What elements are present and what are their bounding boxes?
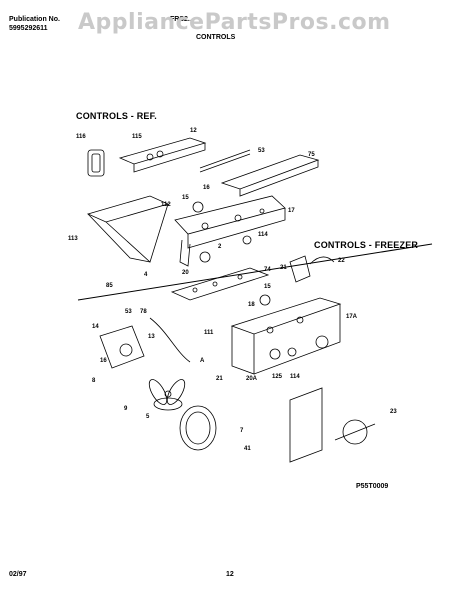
callout: 14 (92, 324, 99, 330)
callout: 78 (140, 309, 147, 315)
part-114-knob (242, 235, 252, 245)
callout: 20 (182, 270, 189, 276)
part-125-knob (269, 348, 281, 360)
callout: 8 (92, 378, 96, 384)
section-divider (77, 243, 433, 301)
callout: A (200, 358, 205, 364)
callout: 53 (258, 148, 265, 154)
callout: 111 (204, 330, 214, 336)
part-18-lamp (259, 294, 271, 306)
part-12-housing (118, 137, 207, 165)
callout: 15 (264, 284, 271, 290)
part-116-bracket (87, 149, 105, 177)
callout: 75 (308, 152, 315, 158)
callout: 2 (218, 244, 222, 250)
callout: 53 (125, 309, 132, 315)
callout: 125 (272, 374, 283, 380)
callout: 23 (390, 409, 397, 415)
part-15-knob (315, 335, 329, 349)
footer-page: 12 (226, 571, 234, 578)
callout: 15 (182, 195, 189, 201)
part-112-channel (86, 195, 170, 223)
callout: 112 (161, 202, 171, 208)
callout: 114 (258, 232, 268, 238)
callout: 115 (132, 134, 142, 140)
callout: 41 (244, 446, 251, 452)
part-13-bracket (99, 325, 145, 369)
callout: 12 (190, 128, 197, 134)
part-74-plate (170, 267, 270, 301)
callout: 21 (216, 376, 223, 382)
part-20-lever (179, 239, 191, 267)
callout: 13 (148, 334, 155, 340)
callout: 16 (203, 185, 210, 191)
section-title: CONTROLS (196, 34, 236, 41)
footer-date: 02/97 (9, 571, 27, 578)
callout: 16 (100, 358, 107, 364)
model-label: FRS2... (170, 16, 194, 23)
callout: 113 (68, 236, 78, 242)
callout: 18 (248, 302, 255, 308)
callout: 74 (264, 267, 271, 273)
part-53-tube (199, 149, 251, 169)
publication-number: 5995292611 (9, 25, 48, 32)
callout: 22 (338, 258, 345, 264)
part-17-panel (174, 195, 286, 235)
callout: 114 (290, 374, 300, 380)
publication-label: Publication No. (9, 16, 60, 23)
callout: 85 (106, 283, 113, 289)
part-2-knob (199, 251, 211, 263)
part-111-wire (149, 317, 191, 363)
callout: 4 (144, 272, 148, 278)
callout: 9 (124, 406, 128, 412)
part-5-fan-blade (148, 379, 186, 411)
callout: 17A (346, 314, 358, 320)
part-22-bracket (289, 255, 311, 283)
part-23-thermostat (342, 419, 368, 445)
part-16-knob (192, 201, 204, 213)
drawing-code: P55T0009 (356, 483, 389, 490)
ref-controls-heading: CONTROLS - REF. (76, 111, 157, 121)
callout: 5 (146, 414, 150, 420)
callout-labels: 116 115 12 53 75 15 16 112 17 113 114 2 … (68, 128, 397, 452)
part-23-housing (289, 387, 323, 463)
callout: 20A (246, 376, 258, 382)
watermark: AppliancePartsPros.com (78, 10, 391, 35)
callout: 116 (76, 134, 86, 140)
part-114-knob-freezer (287, 347, 297, 357)
callout: 21 (280, 265, 287, 271)
callout: 17 (288, 208, 295, 214)
callout: 7 (240, 428, 244, 434)
part-7-shroud (179, 405, 217, 451)
freezer-controls-heading: CONTROLS - FREEZER (314, 240, 419, 250)
